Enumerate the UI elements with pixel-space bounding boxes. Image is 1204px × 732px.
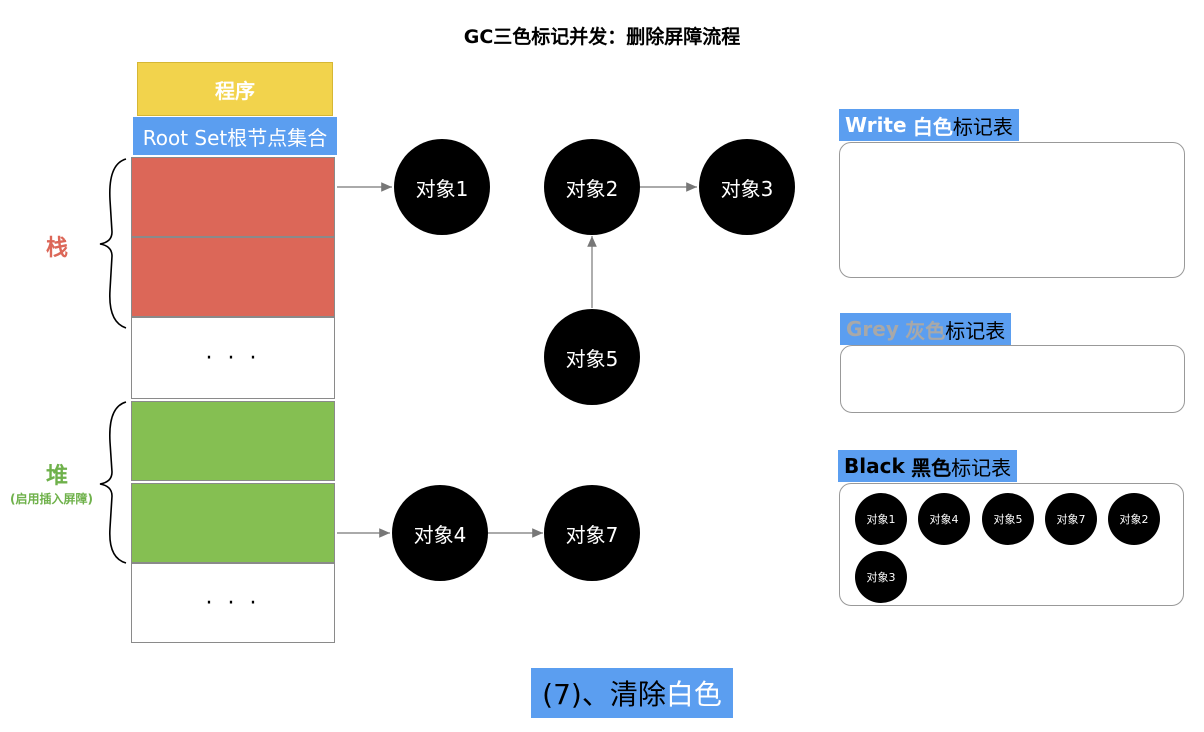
black-item-4: 对象7 [1045,493,1097,545]
node-obj3: 对象3 [699,139,795,235]
stack-label: 栈 [46,236,69,261]
stack-slot-1 [131,157,335,237]
node-obj7: 对象7 [544,485,640,581]
black-item-2: 对象4 [918,493,970,545]
heap-ellipsis: · · · [131,563,335,643]
black-table-color-word: 黑色 [911,455,952,480]
root-set-label: Root Set根节点集合 [133,117,337,155]
heap-sublabel: (启用插入屏障) [10,492,93,506]
white-table-title-en: Write [845,113,907,137]
white-table-color-word: 白色 [912,114,953,139]
caption-prefix: (7)、清除 [542,678,666,711]
heap-slot-1 [131,401,335,481]
grey-table-box [840,345,1185,413]
heap-brace [99,401,127,564]
black-table-suffix: 标记表 [951,455,1012,480]
stack-brace [99,158,127,329]
black-item-3: 对象5 [982,493,1034,545]
node-obj2: 对象2 [544,139,640,235]
grey-table-color-word: 灰色 [905,318,946,343]
white-table-box [839,142,1185,278]
black-item-1: 对象1 [855,493,907,545]
stack-slot-2 [131,237,335,317]
caption-highlight: 白色 [665,678,722,711]
black-table-header: Black 黑色标记表 [838,450,1018,482]
node-obj4: 对象4 [392,485,488,581]
black-table-title-en: Black [844,454,905,478]
grey-table-title-en: Grey [846,317,899,341]
node-obj1: 对象1 [394,139,490,235]
grey-table-header: Grey 灰色标记表 [840,313,1012,345]
grey-table-suffix: 标记表 [945,318,1006,343]
diagram-title: GC三色标记并发：删除屏障流程 [463,26,741,48]
stack-ellipsis: · · · [131,317,335,399]
node-obj5: 对象5 [544,309,640,405]
step-caption: (7)、清除白色 [531,668,733,718]
black-item-5: 对象2 [1108,493,1160,545]
black-item-6: 对象3 [855,551,907,603]
heap-slot-2 [131,483,335,563]
program-box: 程序 [137,62,333,116]
heap-label: 堆 [46,464,69,489]
white-table-header: Write 白色标记表 [839,109,1019,141]
white-table-suffix: 标记表 [952,114,1013,139]
